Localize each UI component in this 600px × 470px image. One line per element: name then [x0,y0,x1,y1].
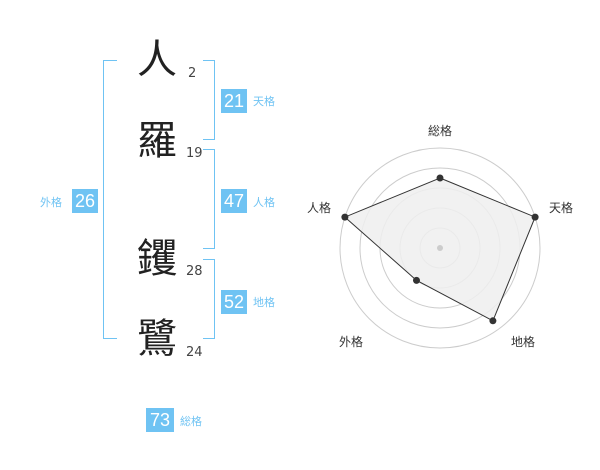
radar-label-tenkaku: 天格 [549,201,574,215]
char-2-strokes: 19 [186,146,203,161]
radar-point-3 [489,317,497,325]
char-3-strokes: 28 [186,264,203,279]
gaikaku-label: 外格 [40,196,62,209]
char-4-kanji: 鷺 [137,316,177,362]
gaikaku-bracket [103,60,117,339]
radar-label-chikaku: 地格 [511,335,536,349]
tenkaku-label: 天格 [253,95,275,108]
chikaku-badge: 52 [221,290,247,314]
jinkaku-badge: 47 [221,189,247,213]
tenkaku-badge: 21 [221,89,247,113]
jinkaku-bracket [203,149,215,249]
soukaku-badge: 73 [146,408,174,432]
soukaku-label: 総格 [180,415,202,428]
radar-point-1 [436,174,444,182]
jinkaku-label: 人格 [253,196,275,209]
char-1-kanji: 人 [137,37,177,83]
char-1-strokes: 2 [188,66,197,81]
chikaku-label: 地格 [253,296,275,309]
radar-label-soukaku: 総格 [428,124,453,138]
char-4-strokes: 24 [186,345,203,360]
tenkaku-bracket [203,60,215,140]
radar-label-gaikaku: 外格 [339,335,364,349]
radar-point-5 [341,213,349,221]
char-2-kanji: 羅 [137,118,177,164]
chikaku-bracket [203,259,215,339]
radar-points [341,174,539,325]
radar-center-dot [437,245,443,251]
radar-point-2 [531,213,539,221]
gaikaku-badge: 26 [72,189,98,213]
radar-point-4 [412,276,420,284]
radar-label-jinkaku: 人格 [307,201,332,215]
char-3-kanji: 钁 [137,236,177,282]
